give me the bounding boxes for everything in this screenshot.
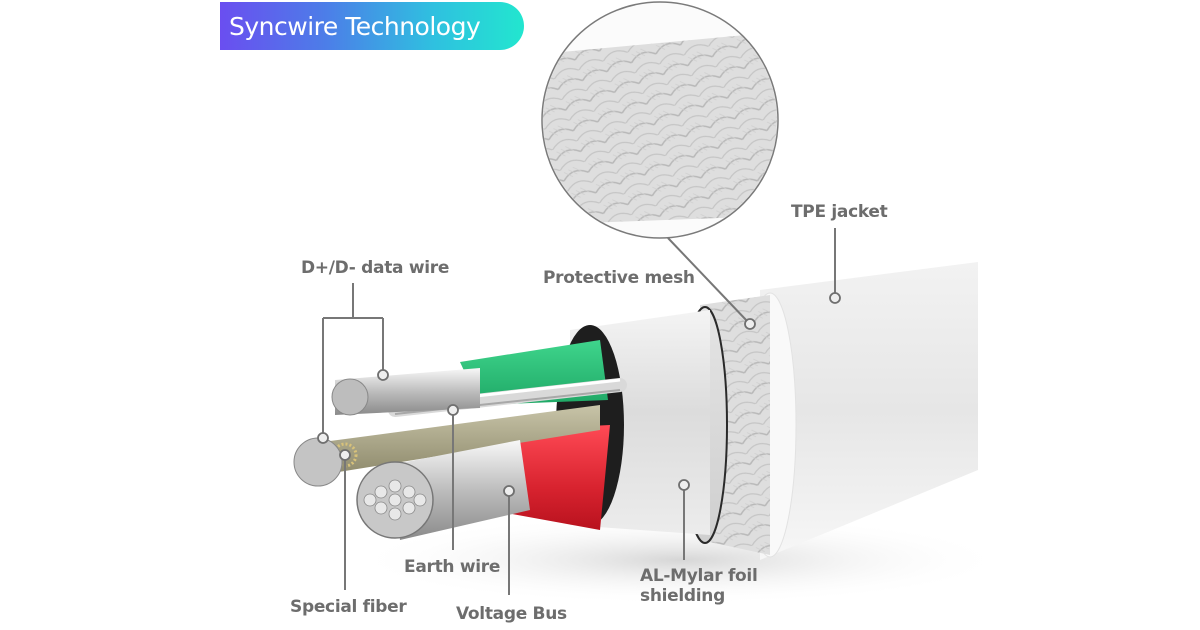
cable-shadow [350, 515, 1010, 605]
label-earth-wire: Earth wire [404, 557, 501, 577]
label-special-fiber: Special fiber [290, 597, 407, 617]
label-voltage-bus: Voltage Bus [456, 604, 567, 624]
mesh-zoom-circle [541, 1, 779, 239]
label-data-wire: D+/D- data wire [301, 258, 450, 278]
tpe-jacket-body [760, 262, 978, 560]
label-protective-mesh: Protective mesh [543, 268, 695, 288]
leader-dots [317, 292, 841, 497]
brand-title: Syncwire Technology [229, 11, 481, 41]
label-foil-line2: shielding [640, 586, 725, 606]
label-tpe-jacket: TPE jacket [791, 202, 888, 222]
leader-lines [322, 228, 836, 595]
data-wire-bundle-left [293, 437, 343, 487]
brand-badge: Syncwire Technology [220, 2, 524, 50]
data-wire-bundle-top [331, 368, 480, 416]
voltage-bus-bundle [356, 440, 530, 540]
label-foil-line1: AL-Mylar foil [640, 566, 758, 586]
